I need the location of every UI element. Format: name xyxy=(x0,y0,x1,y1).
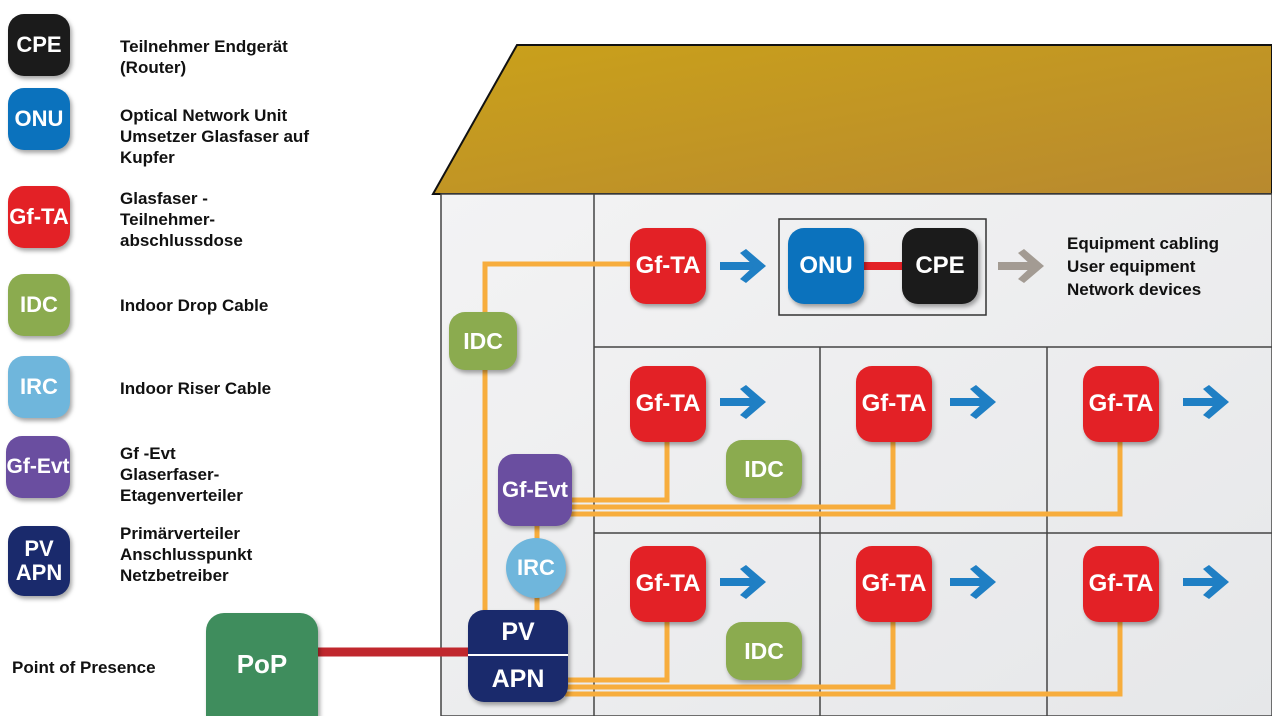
idc-floor2-badge: IDC xyxy=(726,440,802,498)
network-line-1: Equipment cabling xyxy=(1067,234,1220,253)
legend-text-gfta: Glasfaser - Teilnehmer- abschlussdose xyxy=(120,189,243,250)
apn-label: APN xyxy=(491,664,545,693)
arrow-icon xyxy=(1183,565,1229,599)
gfta-floor2-room2: Gf-TA xyxy=(856,366,932,442)
pv-label: PV xyxy=(468,610,568,656)
legend-badge-idc: IDC xyxy=(8,274,70,336)
legend-badge-irc: IRC xyxy=(8,356,70,418)
arrow-icon xyxy=(720,385,766,419)
house-roof xyxy=(431,44,1272,195)
legend-text-idc: Indoor Drop Cable xyxy=(120,296,269,315)
onu-badge: ONU xyxy=(788,228,864,304)
arrows xyxy=(720,249,1229,599)
legend-text-pvapn: Primärverteiler Anschlusspunkt Netzbetre… xyxy=(120,524,253,585)
legend-badge-cpe: CPE xyxy=(8,14,70,76)
legend-text-irc: Indoor Riser Cable xyxy=(120,379,272,398)
idc-floor1-badge: IDC xyxy=(726,622,802,680)
gfta-floor2-room3: Gf-TA xyxy=(1083,366,1159,442)
gfevt-badge: Gf-Evt xyxy=(498,454,572,526)
arrow-icon xyxy=(720,249,766,283)
legend-text-cpe: Teilnehmer Endgerät (Router) xyxy=(120,37,288,77)
gfta-floor1-room2: Gf-TA xyxy=(856,546,932,622)
legend-badge-onu: ONU xyxy=(8,88,70,150)
legend-badge-gfevt: Gf-Evt xyxy=(6,436,70,498)
gfta-floor2-room1: Gf-TA xyxy=(630,366,706,442)
pop-caption: Point of Presence xyxy=(12,658,156,677)
idc-riser-badge: IDC xyxy=(449,312,517,370)
legend-text-gfevt: Gf -Evt Glaserfaser- Etagenverteiler xyxy=(120,444,243,505)
arrow-icon xyxy=(950,565,996,599)
cpe-badge: CPE xyxy=(902,228,978,304)
equipment-box xyxy=(778,218,987,316)
irc-badge: IRC xyxy=(506,538,566,598)
legend-badge-gfta: Gf-TA xyxy=(8,186,70,248)
arrow-icon xyxy=(1183,385,1229,419)
legend-badge-pvapn: PV APN xyxy=(8,526,70,596)
gfta-floor1-room1: Gf-TA xyxy=(630,546,706,622)
gfta-floor1-room3: Gf-TA xyxy=(1083,546,1159,622)
gfta-top-badge: Gf-TA xyxy=(630,228,706,304)
pv-apn-badge: PV APN xyxy=(468,610,568,702)
arrow-icon xyxy=(950,385,996,419)
pop-badge: PoP xyxy=(206,613,318,716)
network-line-3: Network devices xyxy=(1067,280,1202,299)
arrow-grey-icon xyxy=(998,249,1044,283)
legend-text-onu: Optical Network Unit Umsetzer Glasfaser … xyxy=(120,106,309,167)
arrow-icon xyxy=(720,565,766,599)
network-line-2: User equipment xyxy=(1067,257,1196,276)
